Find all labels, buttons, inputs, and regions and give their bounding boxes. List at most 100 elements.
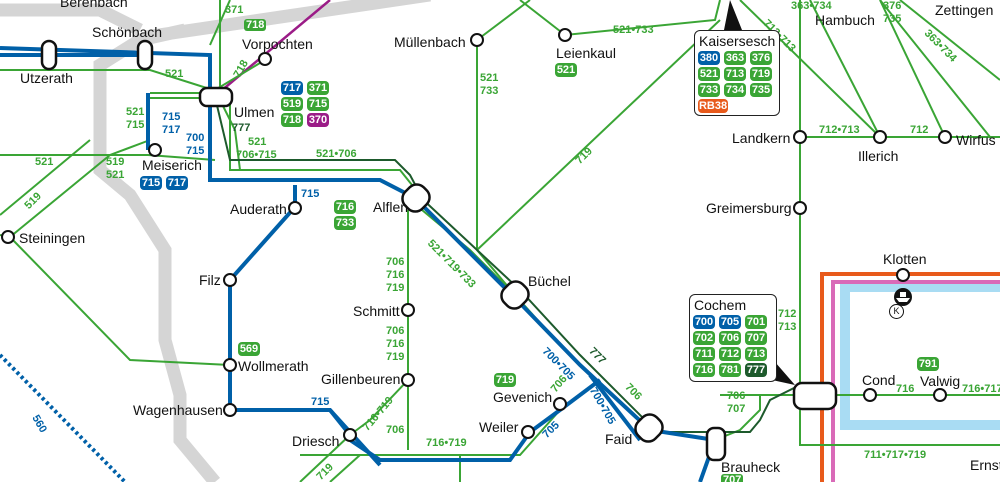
route-label: 521 [35,156,54,168]
route-badge: 712 [719,347,741,361]
route-badge: 713 [745,347,767,361]
cochem-callout-pointer [772,362,795,385]
route-label: 712•713 [819,124,860,136]
stop-driesch: Driesch [292,433,340,449]
route-badge: 735 [750,83,772,97]
route-badge: 363 [724,51,746,65]
route-label: 735 [883,13,902,25]
stop-gillenbeuren: Gillenbeuren [321,371,401,387]
route-label: 519 [106,156,125,168]
rail-pink [831,280,1000,482]
route-label: 716•717 [962,383,1000,395]
route-label: 707 [721,474,744,482]
route-badge: 702 [693,331,715,345]
stop-gevenich: Gevenich [493,389,553,405]
route-label: 713 [778,321,797,333]
route-label: 521 [480,72,499,84]
route-badge: 717 [281,81,303,95]
stop-wollmerath: Wollmerath [238,358,309,374]
route-badge: 791 [917,357,939,371]
route-label: 716•719 [426,437,467,449]
route-badge: 707 [745,331,767,345]
route-label: 777 [232,122,251,134]
stop-filz: Filz [199,272,221,288]
route-label: 715 [301,188,320,200]
route-label: 706•715 [236,149,277,161]
interchange-hubs [40,39,838,462]
route-badge: 781 [719,363,741,377]
stop-vorpochten: Vorpochten [242,36,313,52]
route-label: 712 [910,124,929,136]
grey-corridor-top [0,3,143,36]
route-label: 371 [225,4,244,16]
stop-meiserich: Meiserich [142,157,202,173]
stop-faid: Faid [605,431,633,447]
route-badge: 734 [724,83,746,97]
route-label: 521 [248,136,267,148]
stop-schmitt: Schmitt [353,303,400,319]
kaisersesch-callout-title: Kaisersesch [699,33,776,49]
stop-wirfus: Wirfus [956,132,996,148]
route-label: 716 [386,338,405,350]
route-label: 707 [727,403,746,415]
stop-landkern: Landkern [732,130,791,146]
route-badge: 705 [719,315,741,329]
route-badge: 701 [745,315,767,329]
stop-utzerath: Utzerath [20,70,73,86]
route-label: 706 [727,390,746,402]
route-label: 376 [883,0,902,12]
stop-schoenbach: Schönbach [92,24,163,40]
rail-light-blue [840,282,1000,430]
stop-valwig: Valwig [920,373,961,389]
stop-zettingen: Zettingen [935,2,994,18]
wollmerath-route-badges: 569 [238,342,262,356]
route-label: 706 [386,256,405,268]
route-badge: RB38 [698,99,728,113]
route-badge: 715 [307,97,329,111]
stop-wagenhausen: Wagenhausen [133,402,223,418]
express-bus-lines [214,96,801,433]
route-badge: 719 [750,67,772,81]
route-badge: 713 [724,67,746,81]
purple-line [214,0,331,97]
route-label: 715 [126,119,145,131]
stop-cond: Cond [862,372,896,388]
route-label: 715 [311,396,330,408]
route-label: 716 [896,383,915,395]
stop-auderath: Auderath [230,201,287,217]
stop-weiler: Weiler [479,419,519,435]
stop-ernst: Ernst [970,457,1000,473]
route-label: 716 [386,269,405,281]
stop-alflen: Alflen [373,199,409,215]
route-badge: 717 [166,176,188,190]
route-label: 521 [165,68,184,80]
route-label: 711•717•719 [864,449,927,461]
route-label: 715 [186,145,205,157]
route-label: 521•733 [613,24,654,36]
route-badge: 716 [334,200,356,214]
stop-ulmen: Ulmen [234,104,275,120]
route-badge: 521 [555,63,577,77]
route-badge: 719 [494,373,516,387]
route-badge: 733 [334,216,356,230]
stop-illerich: Illerich [858,148,899,164]
route-badge: 711 [693,347,715,361]
route-badge: 700 [693,315,715,329]
route-badge: 706 [719,331,741,345]
route-badge: 718 [281,113,303,127]
stop-brauheck: Brauheck [721,459,781,475]
cochem-callout-title: Cochem [694,297,747,313]
route-badge: 521 [698,67,720,81]
route-label: 733 [480,85,499,97]
route-label: 715 [162,111,181,123]
route-label: 706 [386,325,405,337]
route-badge: 380 [698,51,720,65]
